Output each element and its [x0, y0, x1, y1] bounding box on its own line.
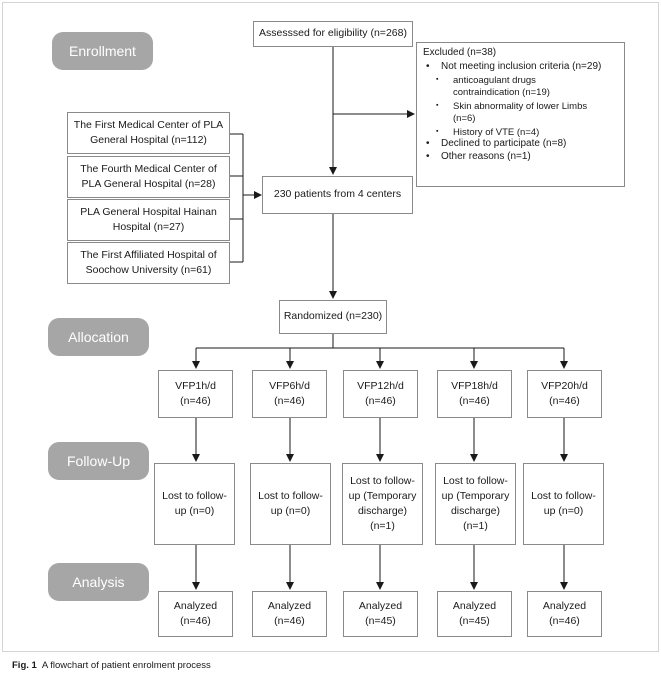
- caption-label: Fig. 1: [12, 660, 37, 671]
- excluded-item: • Declined to participate (n=8): [423, 138, 618, 151]
- stage-analysis: Analysis: [48, 563, 149, 601]
- excluded-subitem: ▪ Skin abnormality of lower Limbs (n=6): [423, 101, 618, 125]
- excluded-item-text: Other reasons (n=1): [441, 150, 531, 162]
- lost-followup-box: Lost to follow- up (Temporary discharge)…: [435, 463, 516, 545]
- stage-followup: Follow-Up: [48, 442, 149, 480]
- center-box: PLA General Hospital Hainan Hospital (n=…: [67, 199, 230, 241]
- pooled-box: 230 patients from 4 centers: [262, 176, 413, 214]
- excluded-item-text: History of VTE (n=4): [453, 126, 540, 138]
- excluded-item-text: Declined to participate (n=8): [441, 138, 567, 150]
- analyzed-box: Analyzed (n=46): [158, 591, 233, 637]
- analyzed-box: Analyzed (n=46): [252, 591, 327, 637]
- excluded-subitem: ▪ History of VTE (n=4): [423, 127, 618, 139]
- excluded-item-text: Not meeting inclusion criteria (n=29): [441, 60, 602, 72]
- figure-caption: Fig. 1 A flowchart of patient enrolment p…: [12, 660, 211, 671]
- excluded-title: Excluded (n=38): [423, 47, 497, 58]
- analyzed-box: Analyzed (n=45): [437, 591, 512, 637]
- excluded-item: • Other reasons (n=1): [423, 151, 618, 164]
- arm-group-box: VFP20h/d (n=46): [527, 370, 602, 418]
- excluded-item-text: Skin abnormality of lower Limbs (n=6): [453, 100, 588, 124]
- stage-allocation: Allocation: [48, 318, 149, 356]
- bullet-icon: •: [426, 60, 430, 72]
- center-box: The Fourth Medical Center of PLA General…: [67, 156, 230, 198]
- excluded-list: •Not meeting inclusion criteria (n=29)▪a…: [423, 61, 618, 164]
- center-box: The First Affiliated Hospital of Soochow…: [67, 242, 230, 284]
- excluded-box: Excluded (n=38) • Not meeting inclusion c…: [416, 42, 625, 187]
- lost-followup-box: Lost to follow- up (n=0): [523, 463, 604, 545]
- figure-frame: [2, 2, 659, 652]
- excluded-item-text: anticoagulant drugs contraindication (n=…: [453, 75, 550, 98]
- excluded-subitem: ▪ anticoagulant drugs contraindication (n…: [423, 75, 618, 99]
- caption-text: A flowchart of patient enrolment process: [41, 660, 211, 671]
- bullet-icon: ▪: [436, 127, 439, 135]
- lost-followup-box: Lost to follow- up (n=0): [154, 463, 235, 545]
- bullet-icon: ▪: [436, 101, 439, 109]
- bullet-icon: ▪: [436, 76, 439, 83]
- analyzed-box: Analyzed (n=45): [343, 591, 418, 637]
- center-box: The First Medical Center of PLA General …: [67, 112, 230, 154]
- bullet-icon: •: [426, 150, 430, 162]
- arm-group-box: VFP1h/d (n=46): [158, 370, 233, 418]
- assessed-box: Assesssed for eligibility (n=268): [253, 21, 413, 47]
- arm-group-box: VFP6h/d (n=46): [252, 370, 327, 418]
- randomized-box: Randomized (n=230): [279, 300, 387, 334]
- excluded-item: • Not meeting inclusion criteria (n=29): [423, 61, 618, 74]
- bullet-icon: •: [426, 138, 430, 150]
- arm-group-box: VFP12h/d (n=46): [343, 370, 418, 418]
- analyzed-box: Analyzed (n=46): [527, 591, 602, 637]
- arm-group-box: VFP18h/d (n=46): [437, 370, 512, 418]
- stage-enrollment: Enrollment: [52, 32, 153, 70]
- lost-followup-box: Lost to follow- up (n=0): [250, 463, 331, 545]
- lost-followup-box: Lost to follow- up (Temporary discharge)…: [342, 463, 423, 545]
